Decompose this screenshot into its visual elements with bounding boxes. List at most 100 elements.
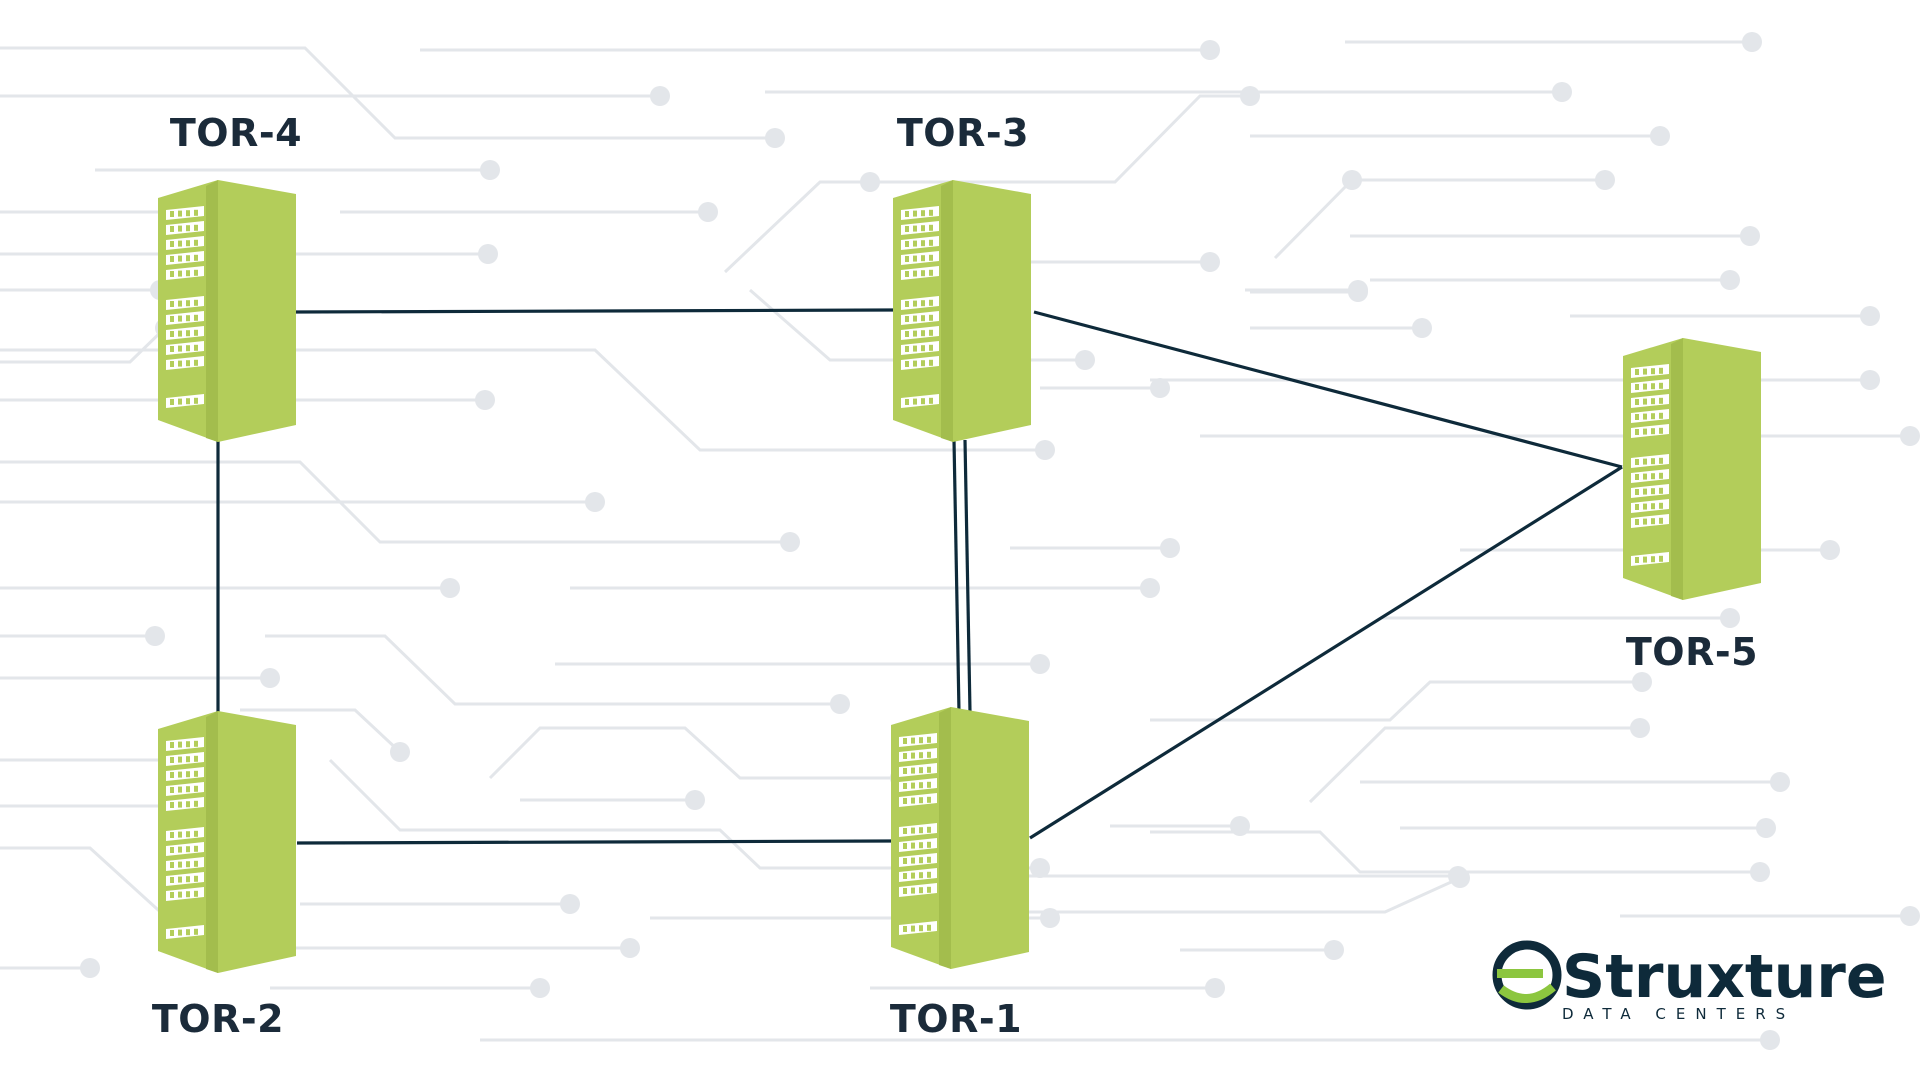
server-bay xyxy=(899,823,937,837)
server-slot xyxy=(186,891,190,898)
connection-links xyxy=(216,308,1623,845)
circuit-node-dot xyxy=(1230,816,1250,836)
server-slot xyxy=(913,345,917,352)
server-slot xyxy=(1651,458,1655,465)
server-slot xyxy=(919,827,923,834)
server-slot xyxy=(927,856,931,863)
server-slot xyxy=(1643,413,1647,420)
circuit-node-dot xyxy=(1742,32,1762,52)
server-slot xyxy=(1659,382,1663,389)
server-slot xyxy=(178,801,182,808)
circuit-node-dot xyxy=(530,978,550,998)
server-slot xyxy=(905,241,909,247)
circuit-trace xyxy=(240,708,402,754)
server-slot xyxy=(1643,383,1647,390)
circuit-node-dot xyxy=(1552,82,1572,102)
circuit-node-dot xyxy=(685,790,705,810)
server-edge xyxy=(939,707,951,969)
server-bay xyxy=(166,887,204,901)
server-bay xyxy=(899,763,937,777)
server-slot xyxy=(927,736,931,743)
server-slot xyxy=(929,359,933,366)
server-slot xyxy=(1659,367,1663,374)
logo-wordmark: Struxture xyxy=(1562,942,1887,1012)
server-slot xyxy=(194,740,198,747)
server-slot xyxy=(913,255,917,262)
server-slot xyxy=(911,925,915,932)
server-slot xyxy=(186,330,190,337)
server-slot xyxy=(903,753,907,759)
circuit-node-dot xyxy=(1750,862,1770,882)
server-slot xyxy=(927,766,931,773)
circuit-node-dot xyxy=(1760,1030,1780,1050)
server-bay xyxy=(166,925,204,939)
server-slot xyxy=(186,240,190,247)
server-slot xyxy=(903,738,907,744)
server-slot xyxy=(1651,488,1655,495)
server-slot xyxy=(186,360,190,367)
server-slot xyxy=(178,891,182,898)
server-slot xyxy=(186,210,190,217)
server-rack-icon xyxy=(1623,338,1761,600)
server-slot xyxy=(1643,473,1647,480)
server-slot xyxy=(194,329,198,336)
server-bay xyxy=(901,236,939,250)
server-slot xyxy=(929,397,933,404)
server-slot xyxy=(194,785,198,792)
server-slot xyxy=(921,255,925,262)
server-slot xyxy=(186,255,190,262)
server-bay xyxy=(166,266,204,280)
circuit-node-dot xyxy=(478,244,498,264)
server-slot xyxy=(903,828,907,834)
server-slot xyxy=(194,254,198,261)
circuit-node-dot xyxy=(1348,282,1368,302)
server-slot xyxy=(178,398,182,405)
server-bay xyxy=(901,221,939,235)
circuit-node-dot xyxy=(1412,318,1432,338)
server-slot xyxy=(921,240,925,247)
server-bay xyxy=(901,311,939,325)
server-slot xyxy=(170,361,174,367)
circuit-node-dot xyxy=(1900,906,1920,926)
server-slot xyxy=(903,843,907,849)
circuit-node-dot xyxy=(560,894,580,914)
server-slot xyxy=(170,301,174,307)
server-slot xyxy=(194,314,198,321)
server-slot xyxy=(911,857,915,864)
server-slot xyxy=(194,890,198,897)
circuit-node-dot xyxy=(1595,170,1615,190)
e-globe-logo-icon xyxy=(1492,940,1562,1010)
server-slot xyxy=(178,831,182,838)
server-bay xyxy=(1631,499,1669,513)
server-slot xyxy=(911,767,915,774)
server-slot xyxy=(929,344,933,351)
server-slot xyxy=(170,802,174,808)
node-label-tor1: TOR-1 xyxy=(890,997,1022,1041)
server-slot xyxy=(170,226,174,232)
server-slot xyxy=(903,873,907,879)
node-label-tor4: TOR-4 xyxy=(170,111,302,155)
server-slot xyxy=(927,796,931,803)
server-slot xyxy=(194,239,198,246)
server-bay xyxy=(1631,409,1669,423)
server-slot xyxy=(1635,474,1639,480)
circuit-trace xyxy=(488,726,900,780)
circuit-node-dot xyxy=(1740,226,1760,246)
server-slot xyxy=(186,861,190,868)
server-bay xyxy=(166,872,204,886)
server-slot xyxy=(1659,487,1663,494)
server-bay xyxy=(899,793,937,807)
circuit-node-dot xyxy=(1860,306,1880,326)
circuit-trace xyxy=(1150,680,1642,722)
server-slot xyxy=(1635,399,1639,405)
server-nodes: TOR-4 TOR-3 TOR-5 TOR-2 TOR-1 xyxy=(152,111,1761,1041)
server-bay xyxy=(166,797,204,811)
server-bay xyxy=(899,838,937,852)
circuit-node-dot xyxy=(1450,868,1470,888)
server-bay xyxy=(1631,424,1669,438)
server-slot xyxy=(1635,459,1639,465)
server-rack-icon xyxy=(158,711,296,973)
circuit-node-dot xyxy=(80,958,100,978)
server-slot xyxy=(913,270,917,277)
server-slot xyxy=(1643,368,1647,375)
